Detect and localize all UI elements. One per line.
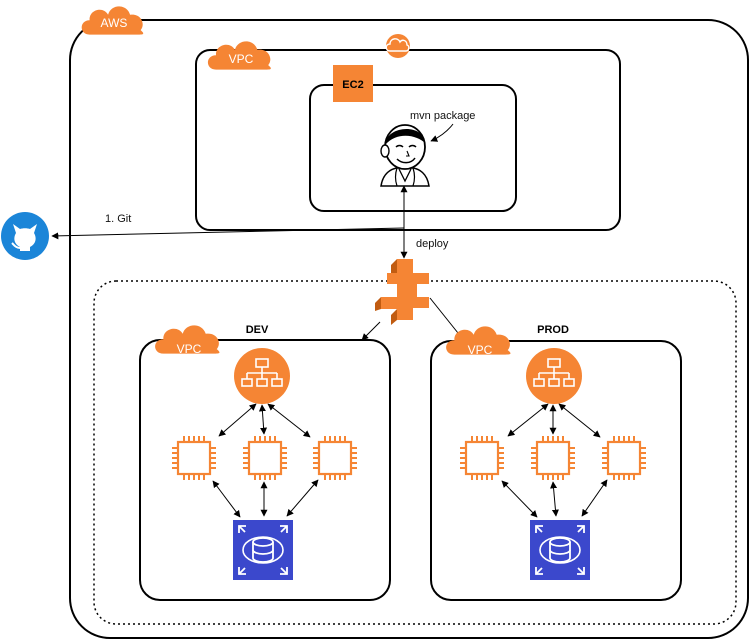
environments-box	[93, 280, 737, 625]
dev-vpc-box	[139, 339, 391, 601]
prod-connectors	[501, 403, 608, 518]
prod-vpc-box	[430, 340, 682, 601]
vpc-top-label: VPC	[229, 52, 254, 66]
aws-label: AWS	[101, 16, 128, 30]
rds-icon	[529, 519, 591, 581]
ec2-instance-icon	[170, 434, 218, 482]
aws-region-box	[69, 19, 749, 639]
vpc-top-tag: VPC	[207, 41, 271, 70]
git-line	[51, 227, 405, 240]
ec2-instance-icon	[241, 434, 289, 482]
cloud-icon	[385, 34, 410, 58]
ec2-instance-icon	[458, 434, 506, 482]
ec2-tag: EC2	[333, 65, 373, 102]
ec2-label: EC2	[342, 79, 363, 91]
deploy-label: deploy	[416, 238, 449, 250]
dev-environment: VPC DEV	[139, 324, 391, 601]
prod-environment: VPC PROD	[430, 324, 682, 601]
prod-label: PROD	[537, 324, 569, 336]
codedeploy-icon	[375, 259, 429, 325]
ec2-instance-icon	[311, 434, 359, 482]
dev-label: DEV	[246, 324, 269, 336]
load-balancer-icon	[233, 347, 291, 405]
dev-connectors	[212, 403, 319, 518]
dev-vpc-label: VPC	[177, 342, 202, 356]
load-balancer-icon	[525, 347, 583, 405]
aws-tag: AWS	[81, 6, 144, 35]
deploy-to-dev-arrow	[361, 321, 381, 341]
rds-icon	[232, 519, 294, 581]
mvn-arrow	[430, 123, 454, 142]
ec2-instance-icon	[600, 434, 648, 482]
deploy-to-prod-arrow	[429, 297, 463, 339]
ec2-instance-icon	[529, 434, 577, 482]
jenkins-icon	[380, 124, 430, 187]
github-icon	[1, 212, 49, 260]
git-label: 1. Git	[105, 213, 131, 225]
prod-vpc-label: VPC	[468, 343, 493, 357]
ec2-box	[309, 84, 517, 212]
mvn-package-label: mvn package	[410, 110, 475, 122]
